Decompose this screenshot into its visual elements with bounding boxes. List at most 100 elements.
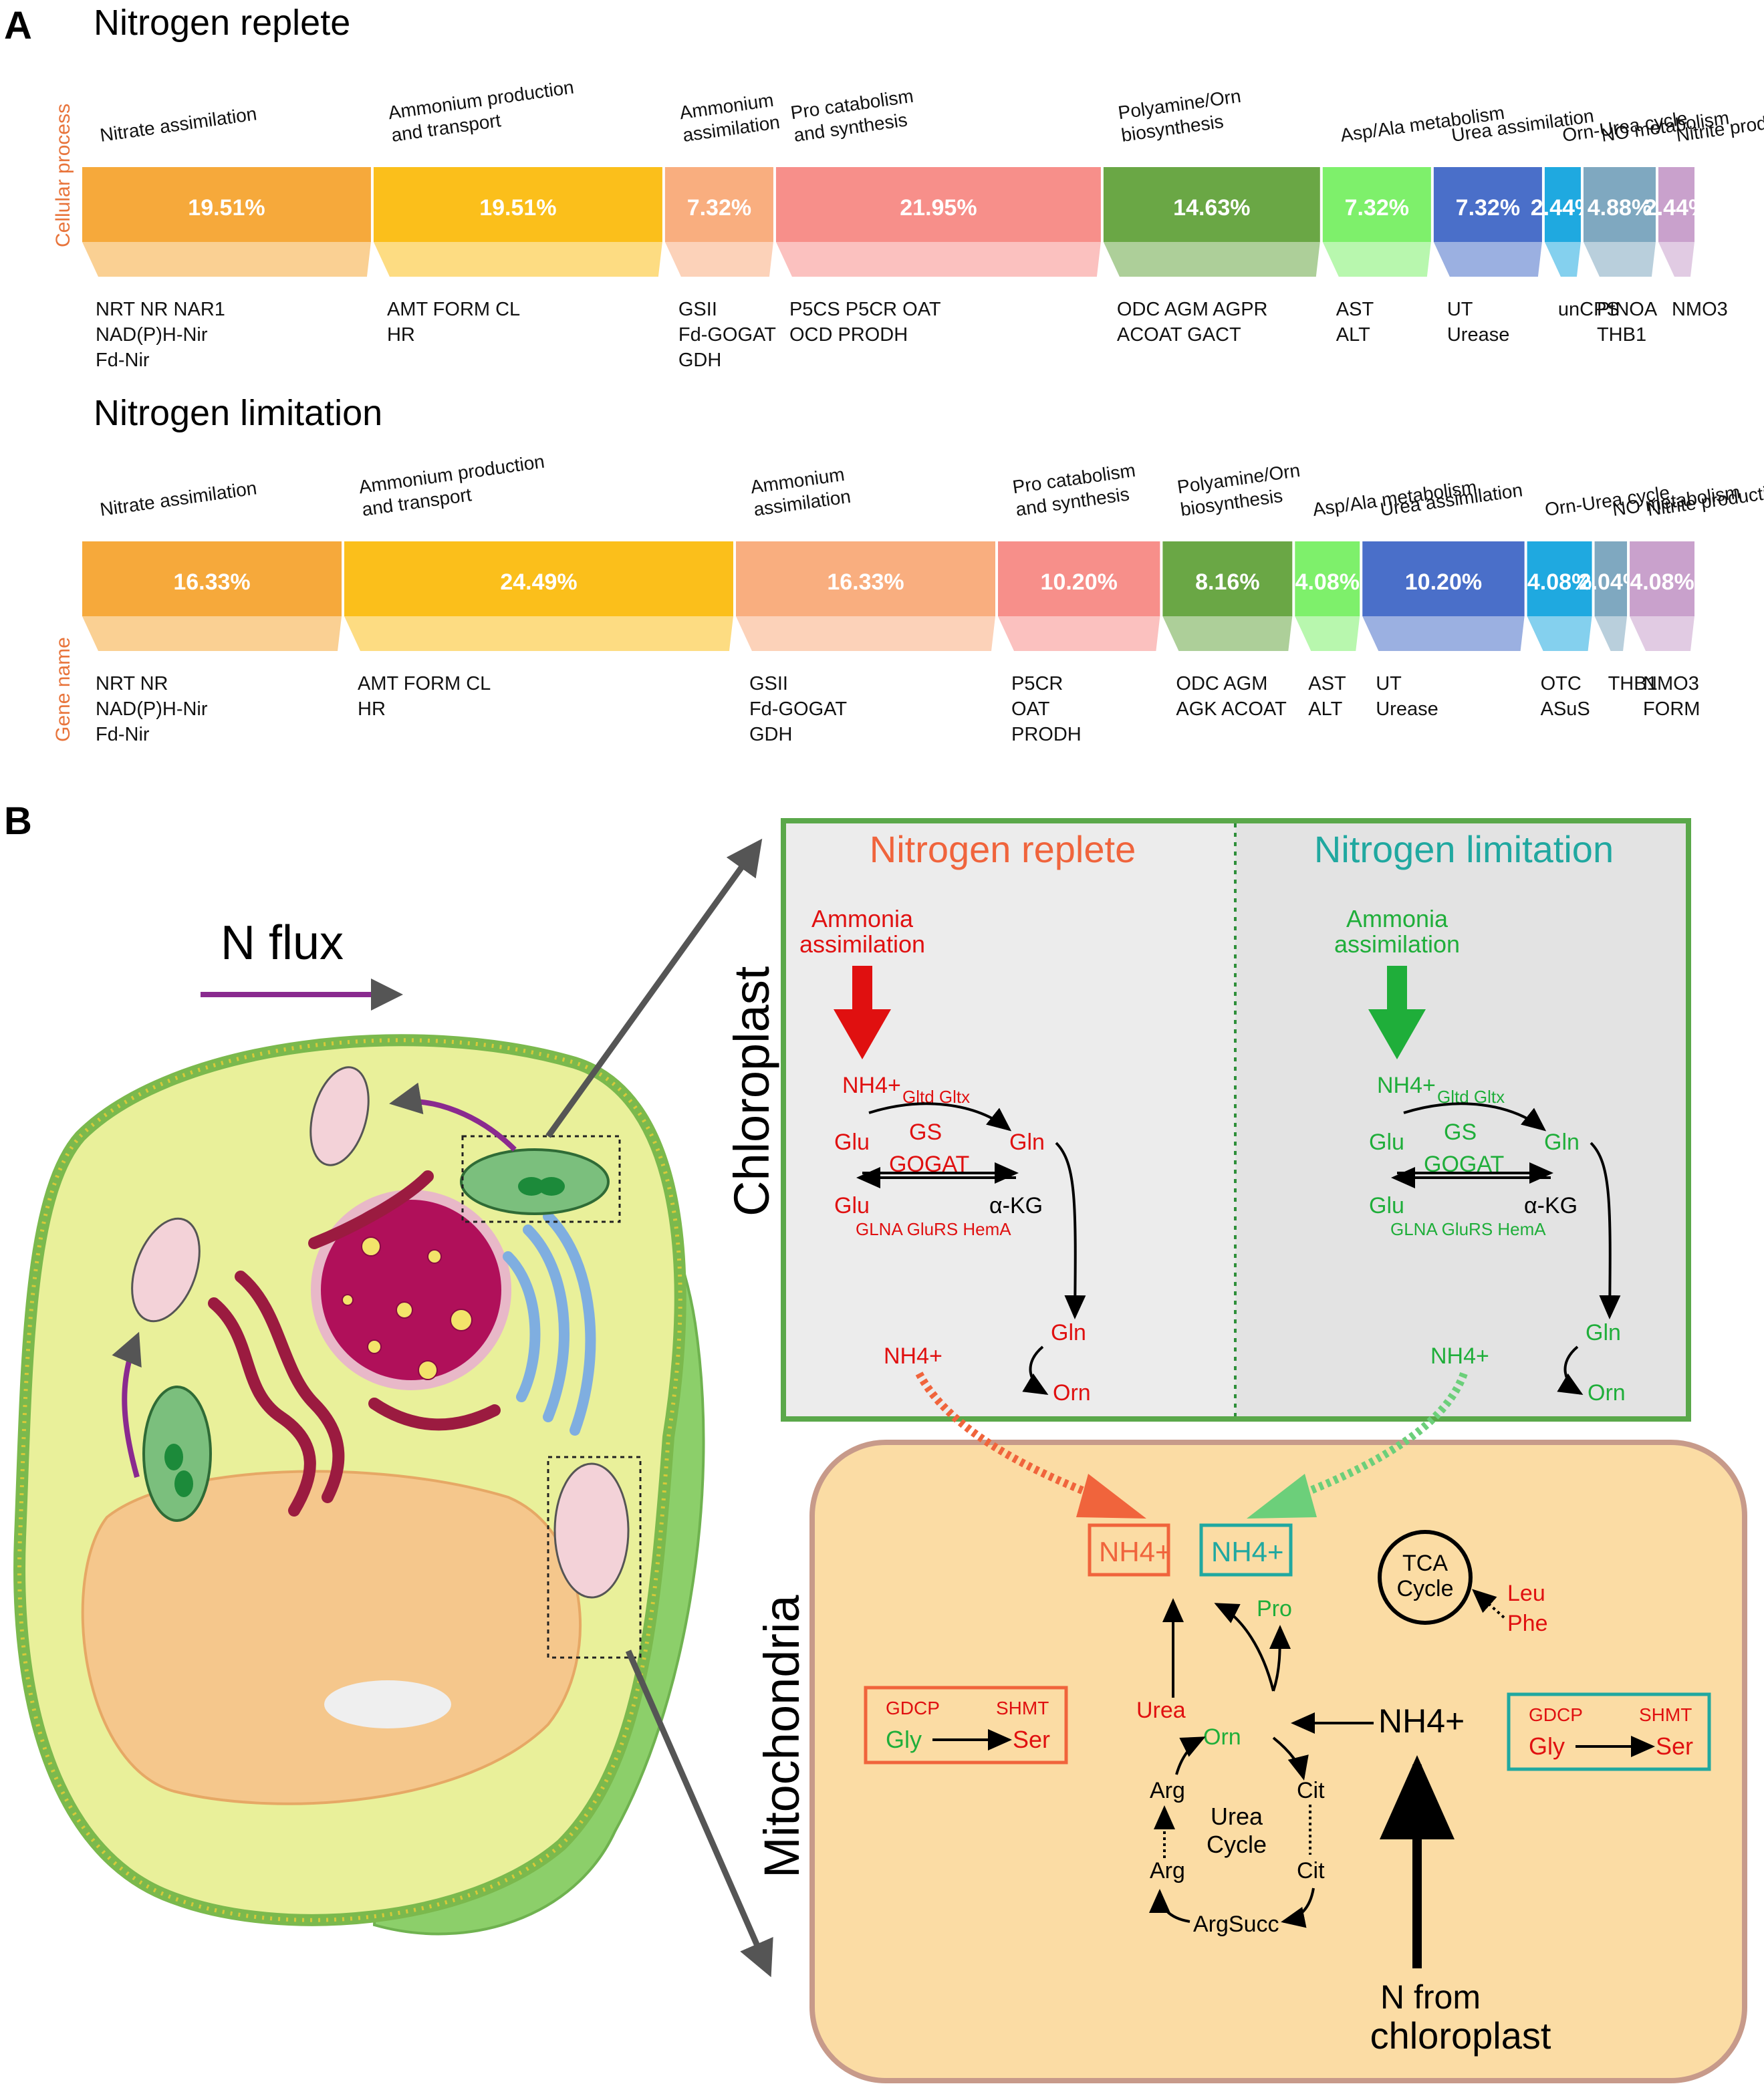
gene-name: THB1: [1608, 673, 1658, 694]
gs-label: GS: [909, 1120, 942, 1145]
gene-name: NAD(P)H-Nir: [96, 698, 208, 720]
process-segment: [1658, 167, 1694, 242]
limitation-title: Nitrogen limitation: [94, 393, 382, 433]
process-segment-base: [1322, 242, 1431, 277]
glu-label: Glu: [1369, 1193, 1404, 1218]
orn-label: Orn: [1588, 1380, 1626, 1406]
process-segment-base: [1162, 616, 1293, 651]
process-segment-base: [735, 616, 996, 651]
process-label: Pro catabolismand synthesis: [1011, 460, 1140, 520]
orn-to-nh4-arrow: [1214, 1603, 1275, 1692]
nh4-label: NH4+: [1430, 1343, 1489, 1369]
gene-name: NMO3: [1672, 299, 1728, 320]
gene-name: Fd-Nir: [96, 350, 150, 371]
segment-percent: 4.88%: [1588, 195, 1652, 221]
process-label: Nitrate assimilation: [99, 477, 259, 520]
segment-percent: 10.20%: [1041, 569, 1118, 595]
nh4-label: NH4+: [1377, 1073, 1436, 1098]
akg-label: α-KG: [1524, 1193, 1578, 1218]
urea-label: Urea: [1136, 1698, 1186, 1723]
chloro-limitation-title: Nitrogen limitation: [1314, 828, 1614, 870]
mitochondria-side-label: Mitochondria: [754, 1594, 809, 1878]
gene-name: AGK ACOAT: [1176, 698, 1287, 720]
arg-label: Arg: [1150, 1778, 1185, 1803]
process-label: Ammonium productionand transport: [387, 77, 578, 146]
gene-name: NAD(P)H-Nir: [96, 324, 208, 346]
process-segment: [1362, 541, 1525, 616]
gdcp-label: GDCP: [1529, 1704, 1583, 1725]
shmt-label: SHMT: [996, 1698, 1049, 1718]
phe-label: Phe: [1507, 1611, 1548, 1636]
gs-arrow: [868, 1102, 1012, 1132]
process-segment-base: [1103, 242, 1320, 277]
connector-to-mitochondria: [625, 1650, 773, 1978]
pro-label: Pro: [1257, 1596, 1292, 1621]
cell-illustration: [13, 1034, 705, 1936]
leu-tca-arrow: [1472, 1589, 1505, 1619]
process-label: Ammonium productionand transport: [358, 451, 549, 520]
segment-percent: 7.32%: [1345, 195, 1409, 221]
segment-percent: 4.08%: [1295, 569, 1360, 595]
gln-label: Gln: [1009, 1130, 1045, 1155]
process-segment: [1527, 541, 1592, 616]
cycle-arrow: [1281, 1887, 1315, 1928]
process-segment: [998, 541, 1160, 616]
gene-name: THB1: [1597, 324, 1646, 346]
process-segment: [1162, 541, 1293, 616]
gene-name: P5CS P5CR OAT: [789, 299, 941, 320]
gene-name: UT: [1376, 673, 1402, 694]
gene-name: AMT FORM CL: [387, 299, 520, 320]
segment-percent: 7.32%: [1456, 195, 1520, 221]
gdcp-label: GDCP: [886, 1698, 940, 1718]
urea-cycle-label: Urea: [1211, 1803, 1263, 1830]
n-flux-label: N flux: [221, 916, 344, 970]
process-segment: [1103, 167, 1320, 242]
nh4-limitation-box: [1199, 1523, 1293, 1577]
process-segment-base: [1630, 616, 1694, 651]
gene-name: PtNOA: [1597, 299, 1658, 320]
gs-label: GS: [1444, 1120, 1477, 1145]
shmt-label: SHMT: [1639, 1704, 1692, 1725]
connector-to-chloroplast: [545, 838, 763, 1138]
gln-label: Gln: [1544, 1130, 1580, 1155]
akg-label: α-KG: [989, 1193, 1043, 1218]
segment-percent: 4.08%: [1527, 569, 1592, 595]
assimilation-arrow: [1368, 966, 1426, 1059]
process-segment-base: [1583, 242, 1656, 277]
process-segment-base: [1594, 616, 1628, 651]
limitation-transfer-arrow: [1291, 1372, 1468, 1501]
ammonia-assimilation-label: Ammonia: [1346, 905, 1448, 932]
process-segment: [82, 167, 371, 242]
process-segment-base: [1544, 242, 1581, 277]
cit-label: Cit: [1297, 1778, 1325, 1803]
gene-name: Urease: [1376, 698, 1438, 720]
process-segment: [1433, 167, 1542, 242]
ammonia-assimilation-label: assimilation: [799, 930, 925, 958]
gene-name: HR: [358, 698, 386, 720]
process-segment-base: [998, 616, 1160, 651]
process-segment-base: [1362, 616, 1525, 651]
process-segment-base: [664, 242, 773, 277]
gene-name: Fd-Nir: [96, 724, 150, 745]
process-segment: [1322, 167, 1431, 242]
process-label: Pro catabolismand synthesis: [789, 86, 918, 146]
panel-a-label: A: [4, 4, 32, 47]
gene-name: GDH: [749, 724, 792, 745]
gene-name: ALT: [1336, 324, 1370, 346]
process-label: Nitrate assimilation: [99, 103, 259, 146]
process-segment-base: [373, 242, 662, 277]
ammonia-assimilation-label: Ammonia: [811, 905, 914, 932]
process-label: Polyamine/Ornbiosynthesis: [1117, 86, 1245, 146]
n-from-label: N from: [1380, 1978, 1481, 2016]
gene-name: GSII: [678, 299, 717, 320]
gln-flow-arrow: [1590, 1142, 1621, 1319]
segment-percent: 24.49%: [500, 569, 577, 595]
ser-label: Ser: [1656, 1732, 1693, 1760]
segment-percent: 2.44%: [1644, 195, 1709, 221]
panel-b-label: B: [4, 799, 32, 843]
orn-arrow: [1022, 1345, 1049, 1396]
process-segment: [775, 167, 1101, 242]
cycle-arrow: [1175, 1736, 1206, 1775]
segment-percent: 19.51%: [479, 195, 556, 221]
gene-name: unCPS: [1558, 299, 1620, 320]
